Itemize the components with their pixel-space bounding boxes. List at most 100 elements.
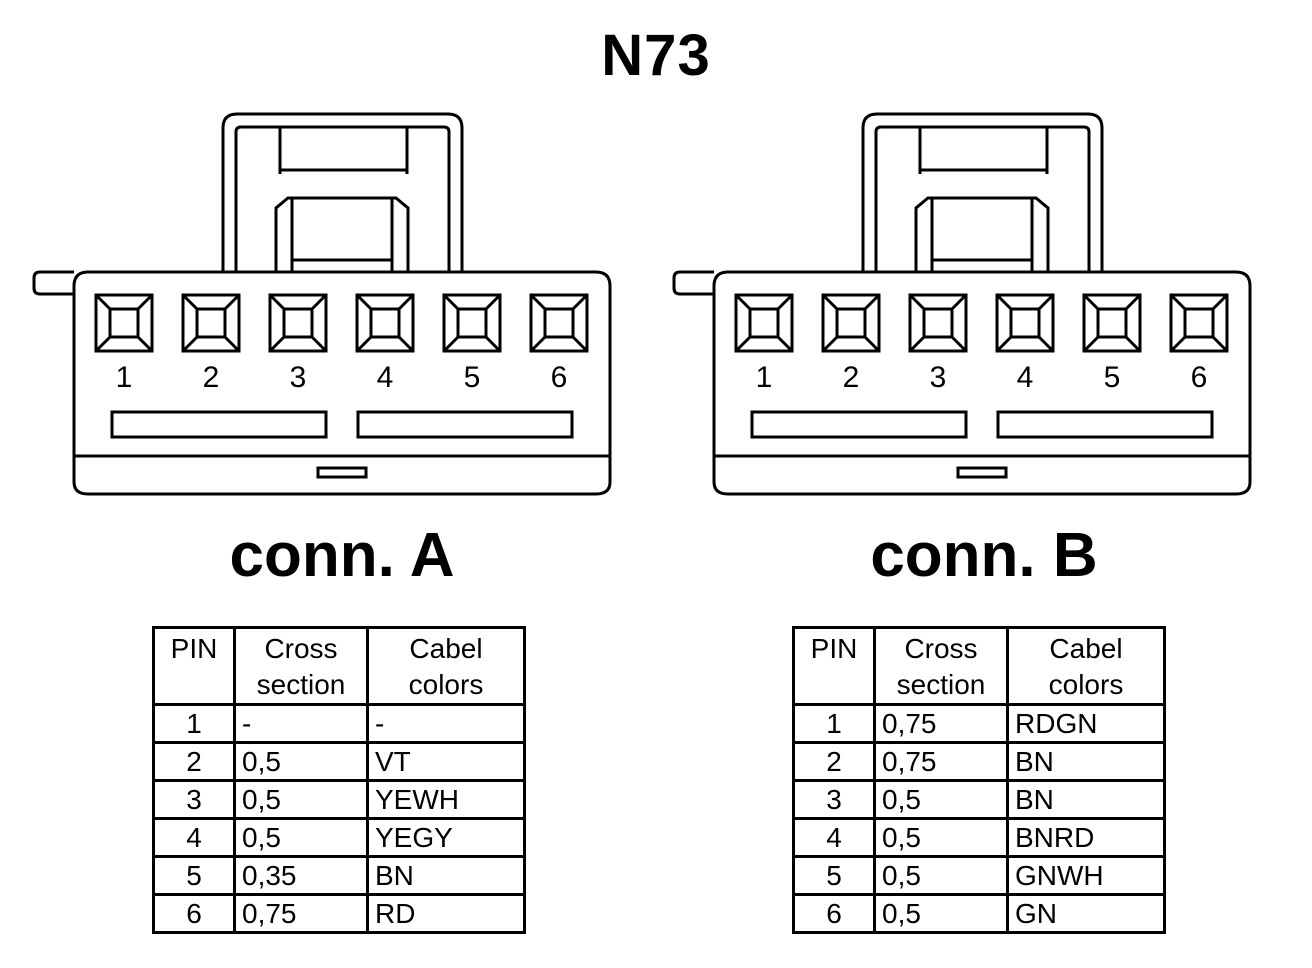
cell-cable-color: BNRD: [1006, 817, 1166, 858]
header-cross-line1: Cross: [264, 633, 338, 664]
header-cross-line2: section: [256, 669, 346, 700]
cell-cable-color: YEWH: [366, 779, 526, 820]
pin-number-label: 6: [551, 361, 568, 394]
cell-pin: 6: [792, 893, 876, 934]
pin-cavity: [908, 293, 968, 353]
pin-number-label: 1: [756, 361, 773, 394]
header-cabel-colors: Cabel colors: [1006, 626, 1166, 706]
pin-cavity: [734, 293, 794, 353]
cell-pin: 5: [792, 855, 876, 896]
pin-cavity: [529, 293, 589, 353]
cell-cross-section: 0,5: [873, 779, 1009, 820]
cell-cable-color: -: [366, 703, 526, 744]
header-cross-section: Cross section: [233, 626, 369, 706]
connector-b-slot-right: [996, 410, 1214, 439]
pin-number-label: 5: [1104, 361, 1121, 394]
pin-number-label: 5: [464, 361, 481, 394]
table-header-row: PIN Cross section Cabel colors: [792, 626, 1166, 706]
pin-cavity: [268, 293, 328, 353]
connector-a-side-tab: [32, 270, 74, 296]
pin-number-label: 4: [377, 361, 394, 394]
pin-cavity: [94, 293, 154, 353]
pin-cavity: [821, 293, 881, 353]
cell-cable-color: YEGY: [366, 817, 526, 858]
pin-number-label: 2: [203, 361, 220, 394]
cell-cable-color: BN: [366, 855, 526, 896]
header-color-line1: Cabel: [1049, 633, 1123, 664]
connector-b-side-tab: [672, 270, 714, 296]
cell-cross-section: 0,5: [233, 741, 369, 782]
cell-cross-section: 0,75: [873, 741, 1009, 782]
cell-pin: 3: [792, 779, 876, 820]
connector-a-notch: [316, 466, 368, 479]
header-cross-line2: section: [896, 669, 986, 700]
header-color-line1: Cabel: [409, 633, 483, 664]
table-row: 1--: [152, 703, 526, 744]
cell-cable-color: BN: [1006, 741, 1166, 782]
cell-pin: 4: [792, 817, 876, 858]
pin-cavity: [442, 293, 502, 353]
pin-number-label: 2: [843, 361, 860, 394]
connector-b-drawing: 1 2 3 4 5 6: [672, 112, 1252, 496]
header-pin: PIN: [792, 626, 876, 706]
connector-b-slot-left: [750, 410, 968, 439]
connector-b-latch: [861, 112, 1104, 272]
cell-cross-section: 0,5: [233, 779, 369, 820]
header-cabel-colors: Cabel colors: [366, 626, 526, 706]
connector-b-housing: [712, 270, 1252, 496]
header-color-line2: colors: [1048, 669, 1124, 700]
pin-number-label: 1: [116, 361, 133, 394]
connector-a-housing: [72, 270, 612, 496]
connector-a-drawing: 1 2 3 4 5 6: [32, 112, 612, 496]
cell-cable-color: RDGN: [1006, 703, 1166, 744]
cell-cross-section: 0,5: [233, 817, 369, 858]
pin-cavity: [355, 293, 415, 353]
cell-pin: 6: [152, 893, 236, 934]
connector-b-notch: [956, 466, 1008, 479]
pin-cavity: [1169, 293, 1229, 353]
cell-cable-color: GNWH: [1006, 855, 1166, 896]
connector-a-slot-right: [356, 410, 574, 439]
pin-cavity: [1082, 293, 1142, 353]
pin-cavity: [181, 293, 241, 353]
connector-a-label: conn. A: [229, 521, 455, 590]
cell-cross-section: 0,5: [873, 817, 1009, 858]
pin-number-label: 6: [1191, 361, 1208, 394]
connector-a-slot-left: [110, 410, 328, 439]
pin-number-label: 3: [930, 361, 947, 394]
cell-pin: 5: [152, 855, 236, 896]
connector-b-label: conn. B: [870, 521, 1098, 590]
cell-pin: 1: [152, 703, 236, 744]
cell-pin: 2: [792, 741, 876, 782]
pin-number-label: 3: [290, 361, 307, 394]
pin-number-label: 4: [1017, 361, 1034, 394]
header-cross-line1: Cross: [904, 633, 978, 664]
cell-cross-section: 0,5: [873, 855, 1009, 896]
cell-cross-section: 0,75: [233, 893, 369, 934]
cell-cable-color: GN: [1006, 893, 1166, 934]
connector-a-latch: [221, 112, 464, 272]
cell-pin: 3: [152, 779, 236, 820]
cell-cable-color: BN: [1006, 779, 1166, 820]
header-color-line2: colors: [408, 669, 484, 700]
pin-cavity: [995, 293, 1055, 353]
cell-pin: 2: [152, 741, 236, 782]
cell-cross-section: 0,35: [233, 855, 369, 896]
cell-cross-section: 0,5: [873, 893, 1009, 934]
cell-pin: 1: [792, 703, 876, 744]
cell-cable-color: VT: [366, 741, 526, 782]
